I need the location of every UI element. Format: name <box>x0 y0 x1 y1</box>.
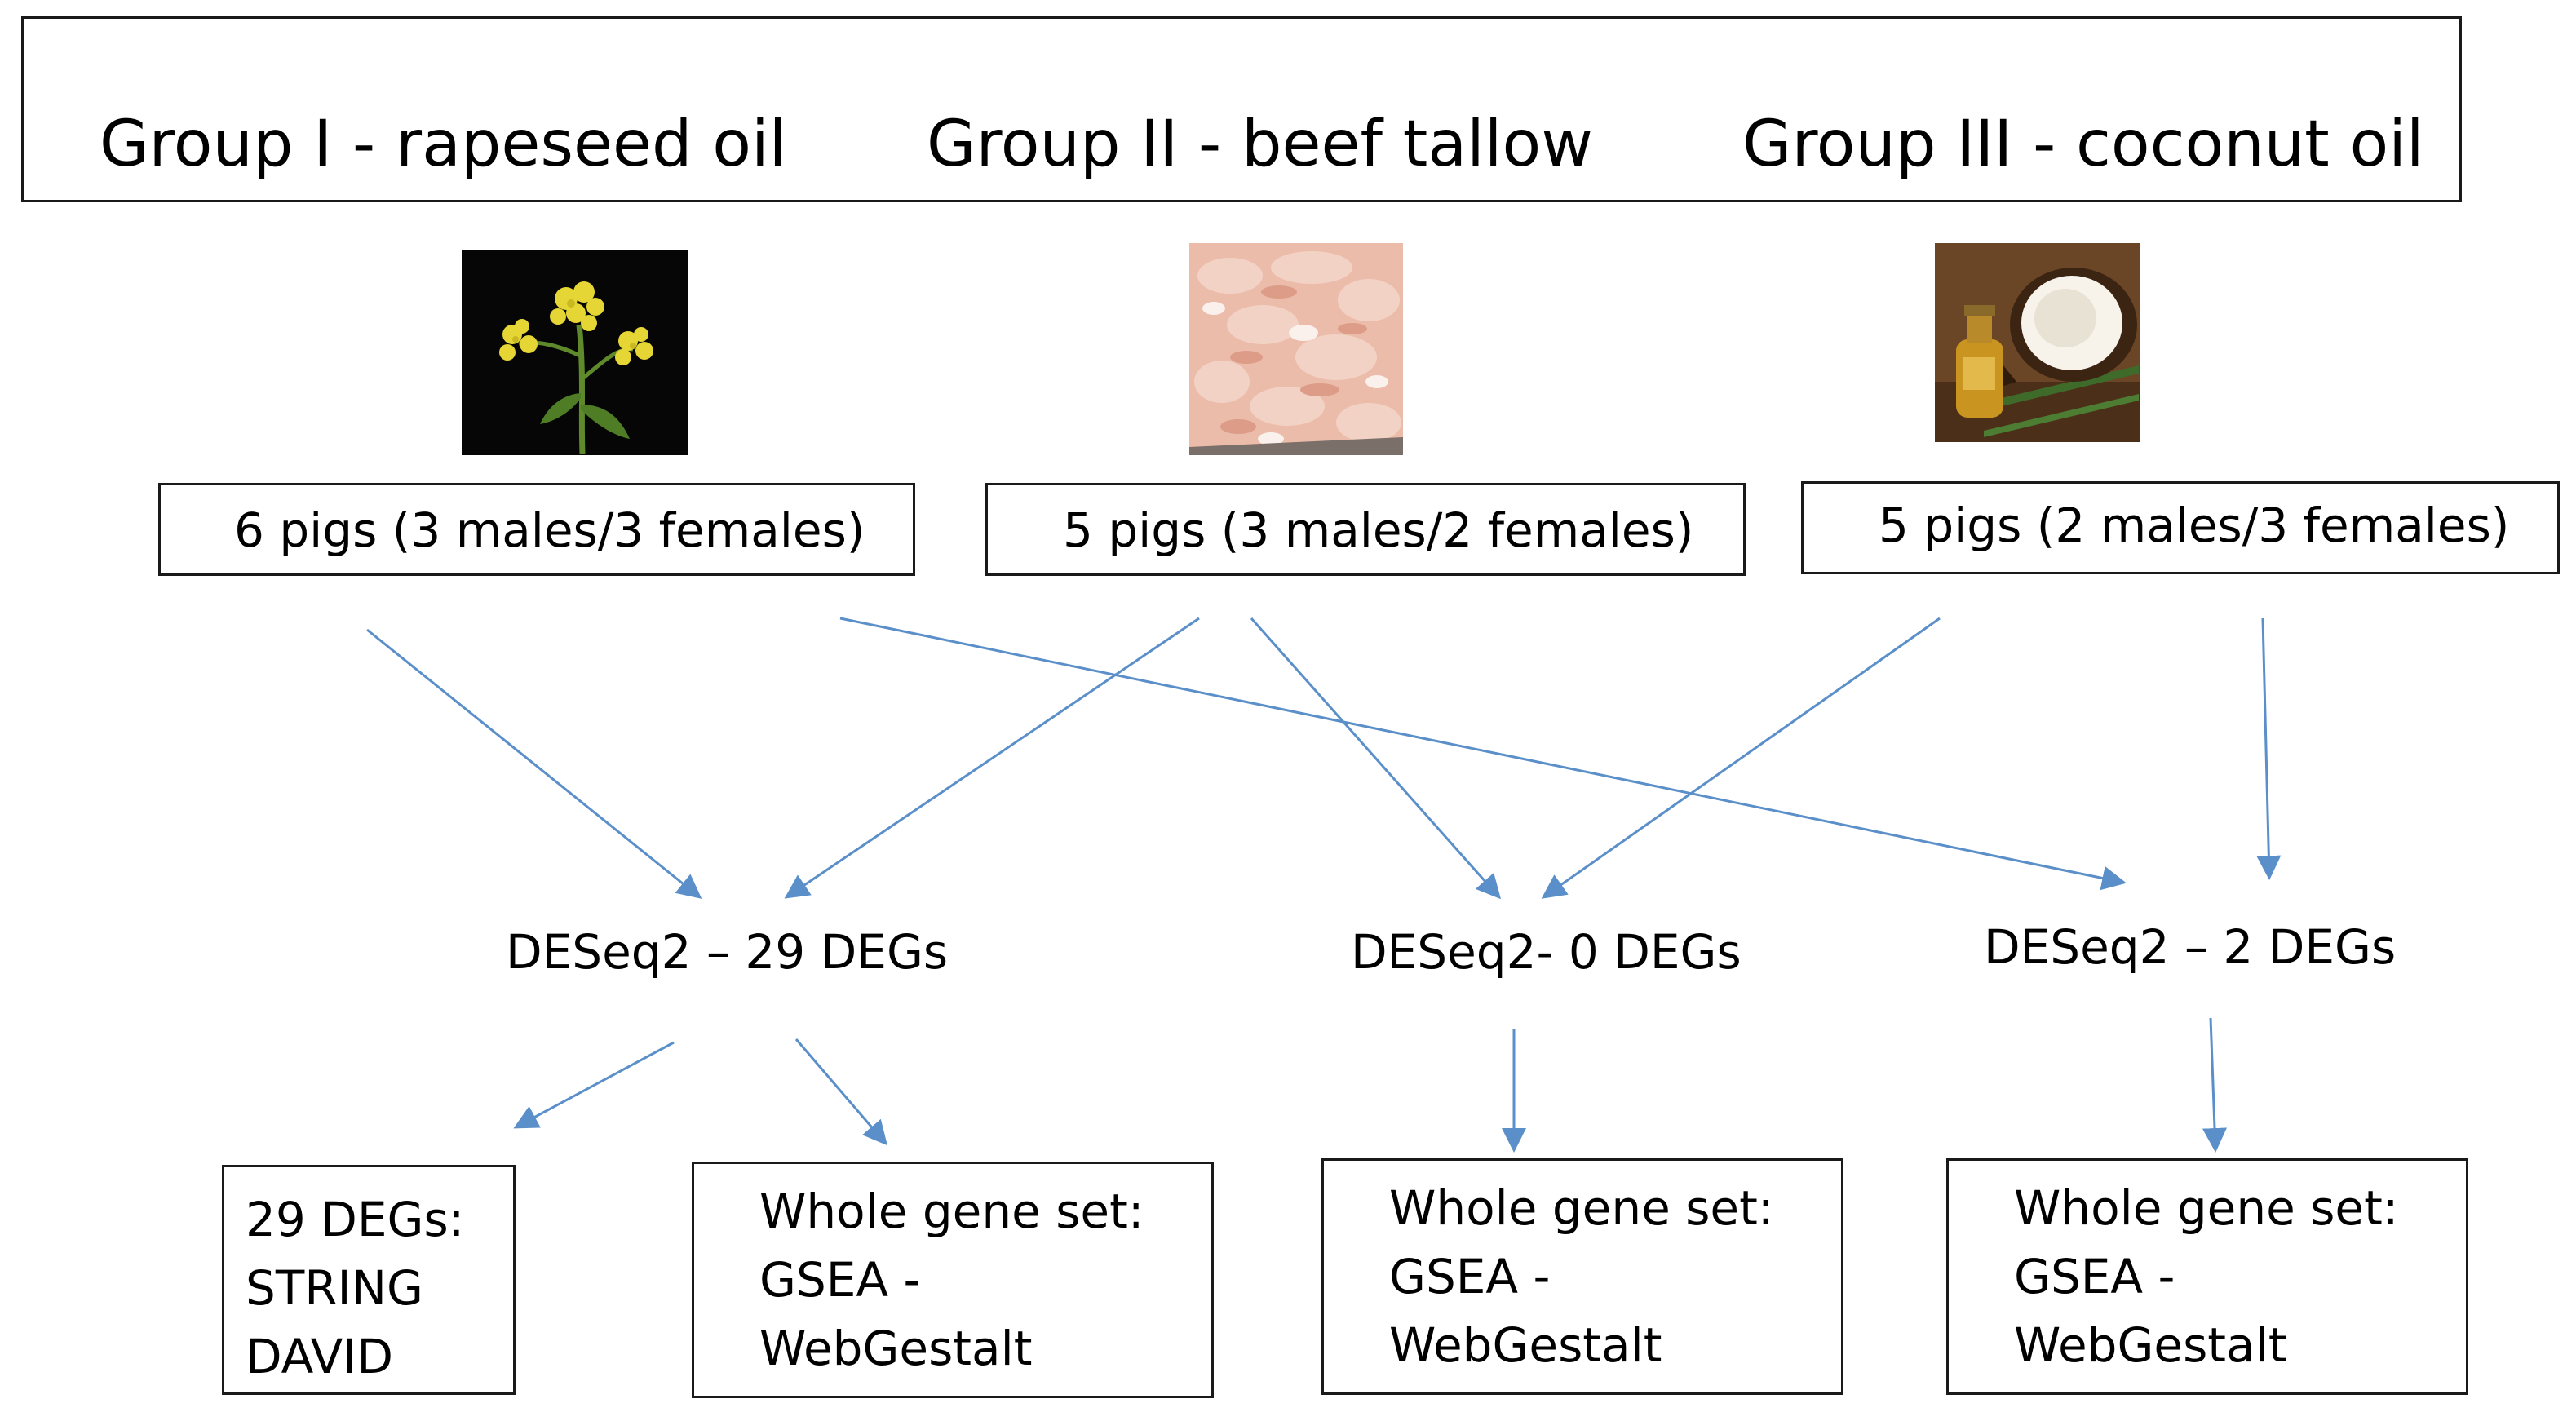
group-1-pigs-box: 6 pigs (3 males/3 females) <box>158 483 915 576</box>
output-2-line-1: Whole gene set: <box>759 1184 1144 1239</box>
arrow-g2-to-deseq1 <box>784 617 1200 899</box>
coconut-oil-photo <box>1935 243 2140 442</box>
arrow-g2-to-deseq2 <box>1250 617 1501 900</box>
group-2-title: Group II - beef tallow <box>927 108 1593 181</box>
group-3-pigs-box: 5 pigs (2 males/3 females) <box>1801 481 2560 574</box>
output-3-line-2: GSEA - <box>1389 1249 1551 1304</box>
output-box-string-david: 29 DEGs: STRING DAVID <box>222 1165 516 1395</box>
beef-tallow-icon <box>1189 243 1403 455</box>
output-3-line-1: Whole gene set: <box>1389 1180 1774 1236</box>
output-box-gsea-3: Whole gene set: GSEA - WebGestalt <box>1946 1158 2468 1395</box>
output-box-gsea-1: Whole gene set: GSEA - WebGestalt <box>692 1162 1214 1398</box>
deseq-comparison-3: DESeq2 – 2 DEGs <box>1984 919 2397 975</box>
coconut-oil-icon <box>1935 243 2140 442</box>
rapeseed-flower-icon <box>499 281 653 454</box>
group-1-pigs-label: 6 pigs (3 males/3 females) <box>234 502 865 558</box>
group-2-pigs-box: 5 pigs (3 males/2 females) <box>985 483 1746 576</box>
output-4-line-3: WebGestalt <box>2014 1317 2287 1373</box>
group-2-pigs-label: 5 pigs (3 males/2 females) <box>1063 502 1694 558</box>
output-3-line-3: WebGestalt <box>1389 1317 1662 1373</box>
group-1-title: Group I - rapeseed oil <box>100 108 787 181</box>
output-1-line-2: STRING <box>246 1260 423 1316</box>
arrow-g1-to-deseq3 <box>839 617 2127 891</box>
arrow-deseq3-to-out4 <box>2202 1017 2227 1153</box>
output-box-gsea-2: Whole gene set: GSEA - WebGestalt <box>1321 1158 1843 1395</box>
output-2-line-2: GSEA - <box>759 1252 921 1308</box>
arrow-deseq1-to-out1 <box>513 1041 675 1129</box>
group-3-title: Group III - coconut oil <box>1742 108 2424 181</box>
beef-tallow-photo <box>1189 243 1403 455</box>
output-1-line-3: DAVID <box>246 1329 394 1384</box>
output-2-line-3: WebGestalt <box>759 1321 1033 1376</box>
arrow-g3-to-deseq3 <box>2256 617 2282 880</box>
rapeseed-flower-photo <box>462 250 688 455</box>
arrow-g1-to-deseq1 <box>366 628 702 899</box>
group-3-pigs-label: 5 pigs (2 males/3 females) <box>1879 498 2510 553</box>
deseq-comparison-1: DESeq2 – 29 DEGs <box>506 924 949 980</box>
groups-header-box <box>21 16 2462 202</box>
deseq-comparison-2: DESeq2- 0 DEGs <box>1351 924 1742 980</box>
output-4-line-1: Whole gene set: <box>2014 1180 2399 1236</box>
output-4-line-2: GSEA - <box>2014 1249 2175 1304</box>
arrow-g3-to-deseq2 <box>1541 617 1941 899</box>
output-1-line-1: 29 DEGs: <box>246 1192 465 1247</box>
arrow-deseq1-to-out2 <box>794 1038 887 1146</box>
